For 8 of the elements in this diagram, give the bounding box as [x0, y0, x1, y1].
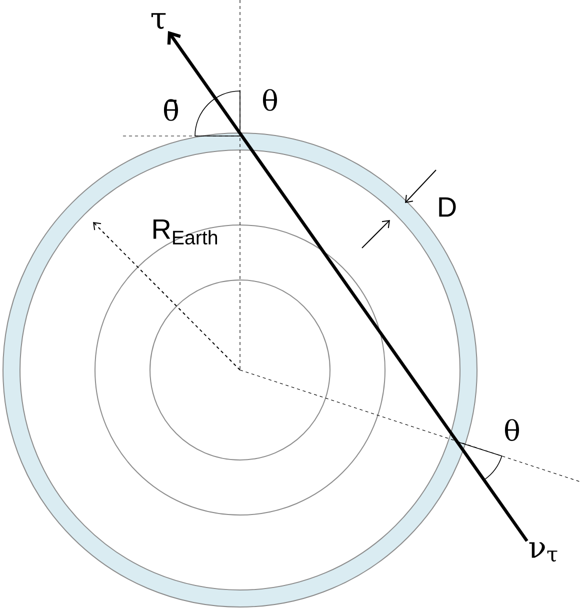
angle-label: θ: [262, 89, 277, 111]
angle-label: θ: [504, 419, 519, 441]
dimension-label: D: [439, 197, 456, 217]
radius-label: R$_{Earth}$: [154, 219, 218, 245]
particle-label: τ: [151, 13, 166, 29]
particle-track-arrow: [167, 31, 528, 542]
particle-label: ν$_{τ}$: [529, 542, 558, 562]
angle-label: θ̄: [164, 99, 178, 121]
